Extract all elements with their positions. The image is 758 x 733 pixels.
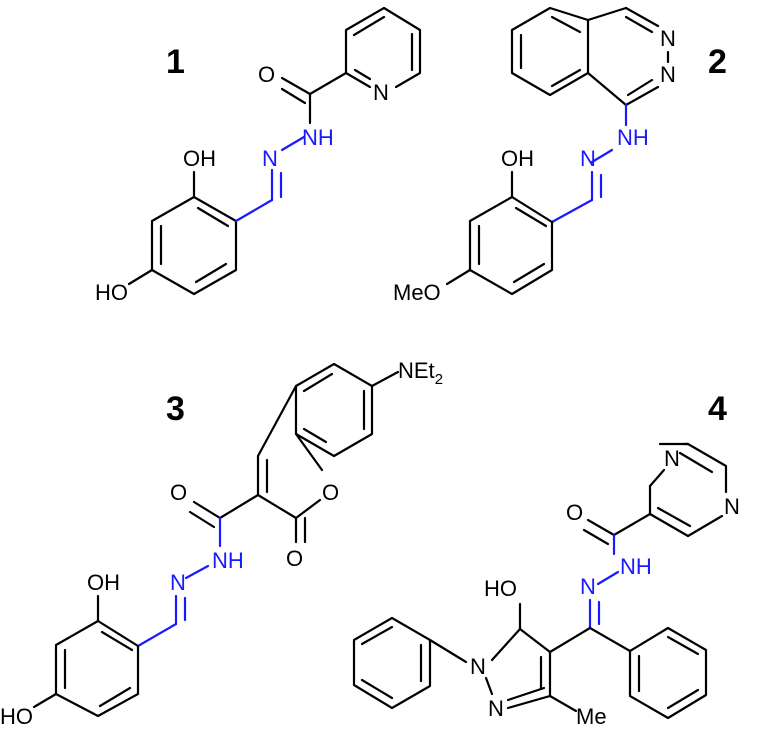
compound-4: 4 N N O NH N HO N (352, 390, 740, 729)
compound-number-1: 1 (166, 43, 185, 81)
ho-label: HO (484, 576, 517, 601)
carbonyl-o-label: O (170, 480, 187, 505)
lactone-o-label: O (286, 546, 303, 571)
imine-n-label: N (170, 570, 186, 595)
compound-number-2: 2 (708, 43, 727, 81)
pyrazine-n-right-label: N (724, 494, 740, 519)
imine-n-label: N (580, 146, 596, 171)
ring-o-label: O (322, 480, 339, 505)
compound-1: 1 OH HO N NH O N (95, 6, 422, 305)
ring-n2-label: N (660, 62, 676, 87)
meo-label: MeO (393, 280, 441, 305)
nh-label: NH (620, 554, 652, 579)
methyl-label: Me (576, 704, 607, 729)
ring-n1-label: N (660, 26, 676, 51)
nh-label: NH (617, 125, 649, 150)
pyrazole-n2-label: N (488, 696, 504, 721)
net2-label: NEt2 (398, 358, 443, 388)
imine-n-label: N (580, 574, 596, 599)
pyridine-n-label: N (373, 80, 389, 105)
carbonyl-o-label: O (258, 62, 275, 87)
ho-label: HO (0, 704, 33, 729)
carbonyl-o-label: O (566, 500, 583, 525)
compound-3: 3 NEt2 O O O NH N (0, 358, 443, 729)
compound-number-4: 4 (708, 390, 727, 428)
pyrazine-n-top-label: N (664, 446, 680, 471)
compound-2: 2 N N NH N OH MeO (393, 6, 727, 305)
oh-label: OH (183, 146, 216, 171)
ring-bond (150, 195, 238, 296)
imine-n-label: N (262, 146, 278, 171)
compound-number-3: 3 (166, 390, 185, 428)
oh-label: OH (87, 570, 120, 595)
nh-label: NH (212, 548, 244, 573)
pyrazole-n1-label: N (470, 654, 486, 679)
nh-label: NH (302, 125, 334, 150)
oh-label: OH (501, 146, 534, 171)
ho-label: HO (95, 280, 128, 305)
